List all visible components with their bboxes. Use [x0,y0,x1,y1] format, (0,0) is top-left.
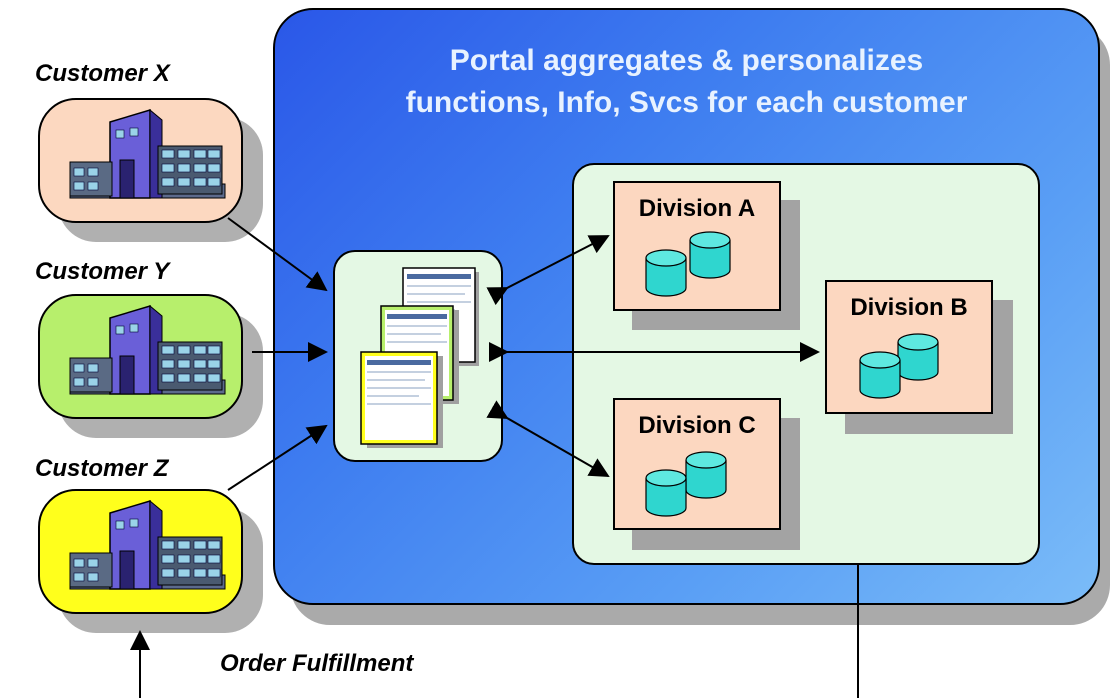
division-a-box[interactable]: Division A [613,181,781,311]
arrow-customer-z [227,424,328,491]
portal-title-line1: Portal aggregates & personalizes [449,44,924,77]
arrow-division-a [486,235,610,306]
portal-pages-icon [360,267,479,448]
division-c-label: Division C [638,412,756,439]
portal-hub[interactable] [333,250,503,462]
database-icon [859,333,939,399]
customer-z-box[interactable] [38,489,243,614]
division-b-label: Division B [850,294,968,321]
division-a-label: Division A [638,195,756,222]
order-fulfillment-label: Order Fulfillment [220,650,414,677]
building-icon [69,304,226,395]
arrow-division-c [486,400,610,477]
arrow-customer-x [227,217,328,292]
building-icon [69,499,226,590]
database-icon [645,231,731,297]
building-icon [69,108,226,199]
customer-x-box[interactable] [38,98,243,223]
portal-title-line2: functions, Info, Svcs for each customer [405,86,968,119]
customer-y-box[interactable] [38,294,243,419]
database-icon [645,451,727,517]
customer-x-label: Customer X [35,60,170,87]
customer-z-label: Customer Z [35,455,169,482]
customer-y-label: Customer Y [35,258,170,285]
